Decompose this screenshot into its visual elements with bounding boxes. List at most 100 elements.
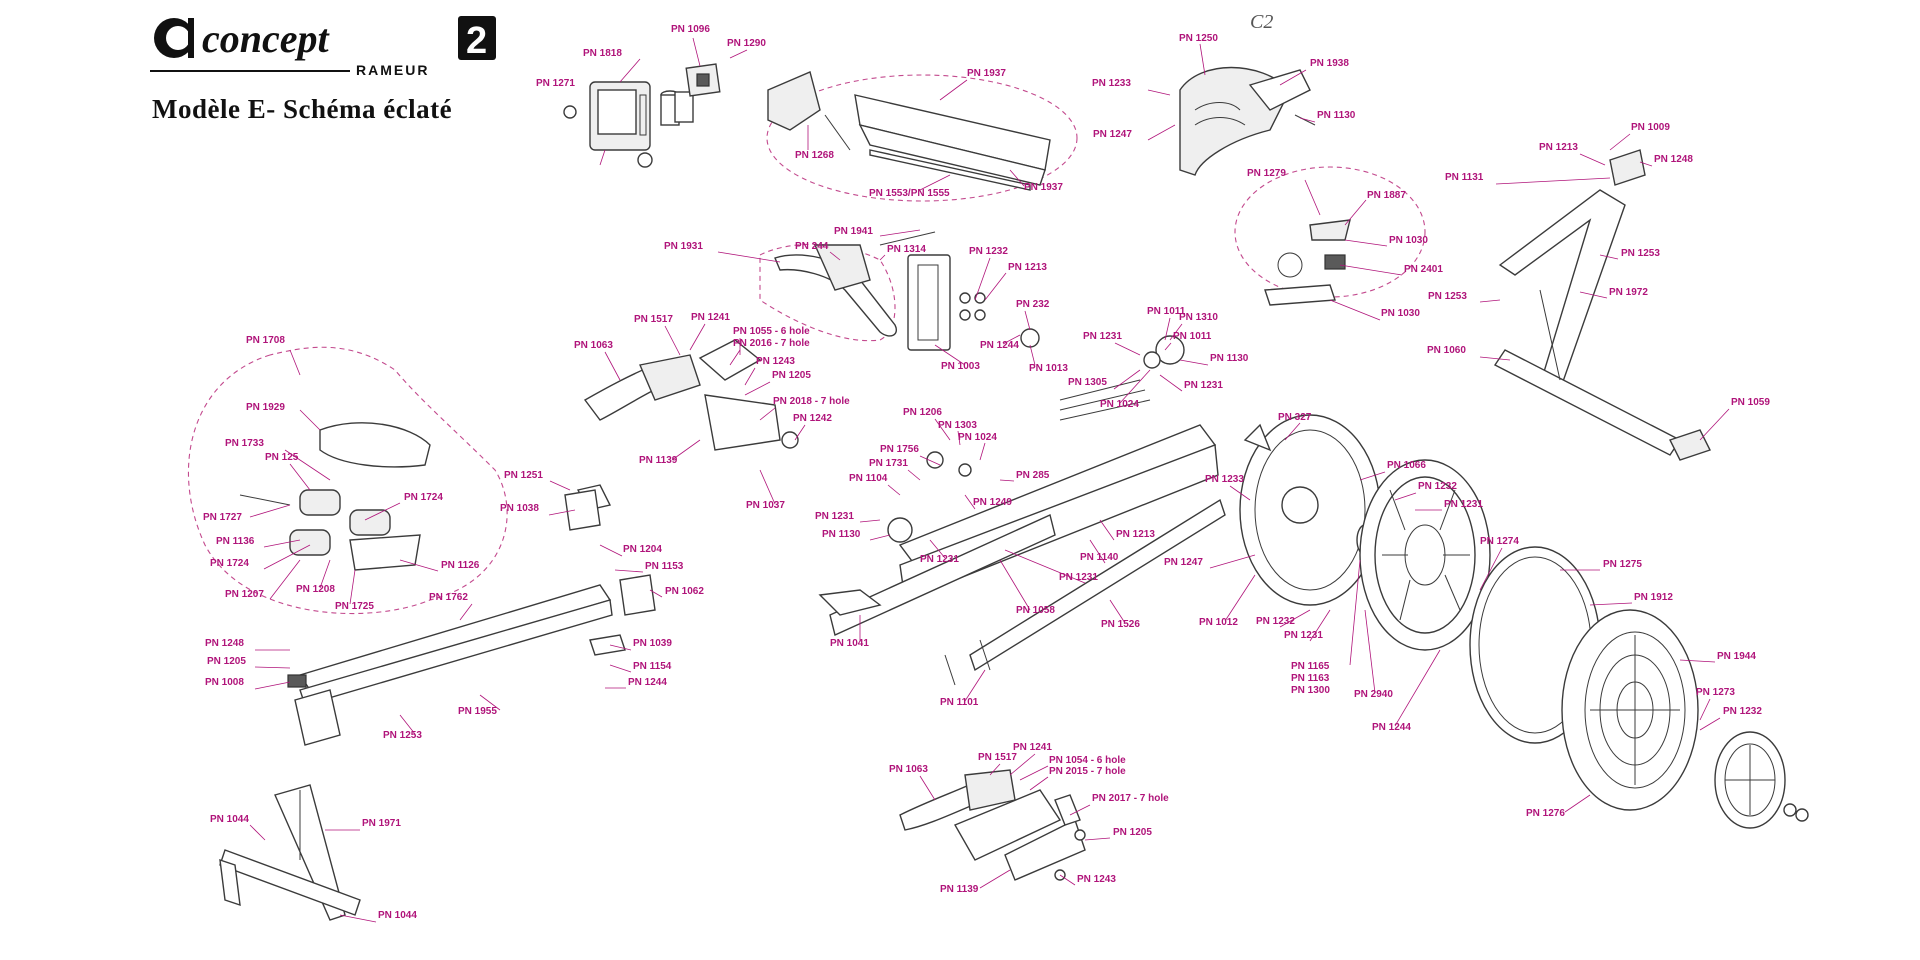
part-number-label: PN 1756 <box>880 444 919 455</box>
part-number-label: PN 1248 <box>1654 154 1693 165</box>
leader-line <box>929 539 946 559</box>
leader-line <box>829 251 841 261</box>
part-number-label: PN 1241 <box>1013 742 1052 753</box>
leader-line <box>284 449 331 481</box>
part-number-label: PN 1153 <box>645 561 684 572</box>
part-number-label: PN 1724 <box>210 558 249 569</box>
part-number-label: PN 1104 <box>849 473 888 484</box>
leader-line <box>1169 323 1183 341</box>
part-number-label: PN 1024 <box>1100 399 1139 410</box>
part-number-label: PN 1009 <box>1631 122 1670 133</box>
part-number-label: PN 1253 <box>1621 248 1660 259</box>
part-number-label: PN 1517 <box>978 752 1017 763</box>
part-number-label: PN 1274 <box>1480 536 1519 547</box>
leader-line <box>1304 179 1321 216</box>
part-number-label: PN 1044 <box>210 814 249 825</box>
leader-line <box>1209 554 1256 569</box>
leader-line <box>1349 559 1361 666</box>
part-number-label: PN 1268 <box>795 150 834 161</box>
part-number-label: PN 1233 <box>1092 78 1131 89</box>
part-number-label: PN 1012 <box>1199 617 1238 628</box>
part-number-label: PN 1054 - 6 hole <box>1049 755 1126 766</box>
leader-line <box>1479 547 1503 591</box>
part-number-label: PN 1247 <box>1164 557 1203 568</box>
leader-line <box>1059 874 1076 886</box>
part-number-label: PN 1310 <box>1179 312 1218 323</box>
corner-logo: C2 <box>1250 11 1273 33</box>
leader-line <box>717 251 781 263</box>
part-number-label: PN 1213 <box>1008 262 1047 273</box>
part-number-label: PN 1279 <box>1247 168 1286 179</box>
part-number-label: PN 1929 <box>246 402 285 413</box>
leader-line <box>964 494 976 510</box>
seat <box>239 422 431 571</box>
part-number-label: PN 1273 <box>1696 687 1735 698</box>
part-number-label: PN 1247 <box>1093 129 1132 140</box>
part-number-label: PN 1708 <box>246 335 285 346</box>
part-number-label: PN 1300 <box>1291 685 1330 696</box>
concept2-logo: concept 2 <box>154 16 496 62</box>
part-number-label: PN 1271 <box>536 78 575 89</box>
leader-line <box>1364 609 1376 694</box>
leader-line <box>349 569 356 605</box>
leader-line <box>957 430 961 446</box>
leader-line <box>549 480 571 491</box>
part-number-label: PN 1231 <box>1083 331 1122 342</box>
part-number-label: PN 1039 <box>633 638 672 649</box>
leader-line <box>692 37 701 67</box>
part-number-label: PN 1206 <box>903 407 942 418</box>
leader-line <box>609 644 632 651</box>
leader-line <box>339 914 377 923</box>
page-title: Modèle E- Schéma éclaté <box>152 94 453 124</box>
leader-line <box>879 229 921 237</box>
leader-line <box>984 272 1007 301</box>
leader-line <box>869 534 891 541</box>
part-number-label: PN 2015 - 7 hole <box>1049 766 1126 777</box>
leader-line <box>1029 776 1049 791</box>
brand-rule <box>150 70 350 72</box>
leader-line <box>999 479 1015 482</box>
part-number-label: PN 1011 <box>1147 306 1186 317</box>
leader-line <box>399 714 416 735</box>
part-number-label: PN 2018 - 7 hole <box>773 396 850 407</box>
leader-line <box>263 539 301 548</box>
leader-line <box>1147 89 1171 96</box>
leader-line <box>887 484 901 496</box>
leader-line <box>249 504 291 518</box>
part-number-label: PN 1314 <box>887 244 926 255</box>
leader-line <box>269 559 301 600</box>
handle-chain <box>818 335 1226 686</box>
leader-line <box>1084 837 1111 841</box>
part-number-label: PN 1154 <box>633 661 672 672</box>
part-number-label: PN 1030 <box>1381 308 1420 319</box>
leader-line <box>979 442 986 461</box>
leader-line <box>399 559 439 572</box>
part-number-label: PN 1290 <box>727 38 766 49</box>
leader-line <box>254 681 291 690</box>
leader-line <box>1019 765 1049 781</box>
leader-line <box>364 502 401 521</box>
part-number-label: PN 1762 <box>429 592 468 603</box>
part-number-label: PN 1971 <box>362 818 401 829</box>
part-number-label: PN 1205 <box>772 370 811 381</box>
leader-line <box>609 664 632 673</box>
leader-line <box>1009 753 1036 776</box>
part-number-label: PN 1003 <box>941 361 980 372</box>
part-number-label: PN 1165 <box>1291 661 1330 672</box>
part-number-label: PN 1130 <box>1210 353 1249 364</box>
part-number-label: PN 244 <box>795 241 829 252</box>
leader-line <box>1089 539 1106 564</box>
leader-line <box>1359 471 1386 481</box>
leader-line <box>1699 408 1730 441</box>
leader-line <box>974 257 991 301</box>
leader-line <box>879 254 886 261</box>
leader-line <box>1329 299 1381 321</box>
leader-line <box>1119 369 1151 404</box>
leader-line <box>1284 422 1301 441</box>
part-number-label: PN 1937 <box>1024 182 1063 193</box>
part-number-label: PN 1063 <box>889 764 928 775</box>
rear-legs <box>219 784 361 921</box>
leader-line <box>744 367 756 386</box>
